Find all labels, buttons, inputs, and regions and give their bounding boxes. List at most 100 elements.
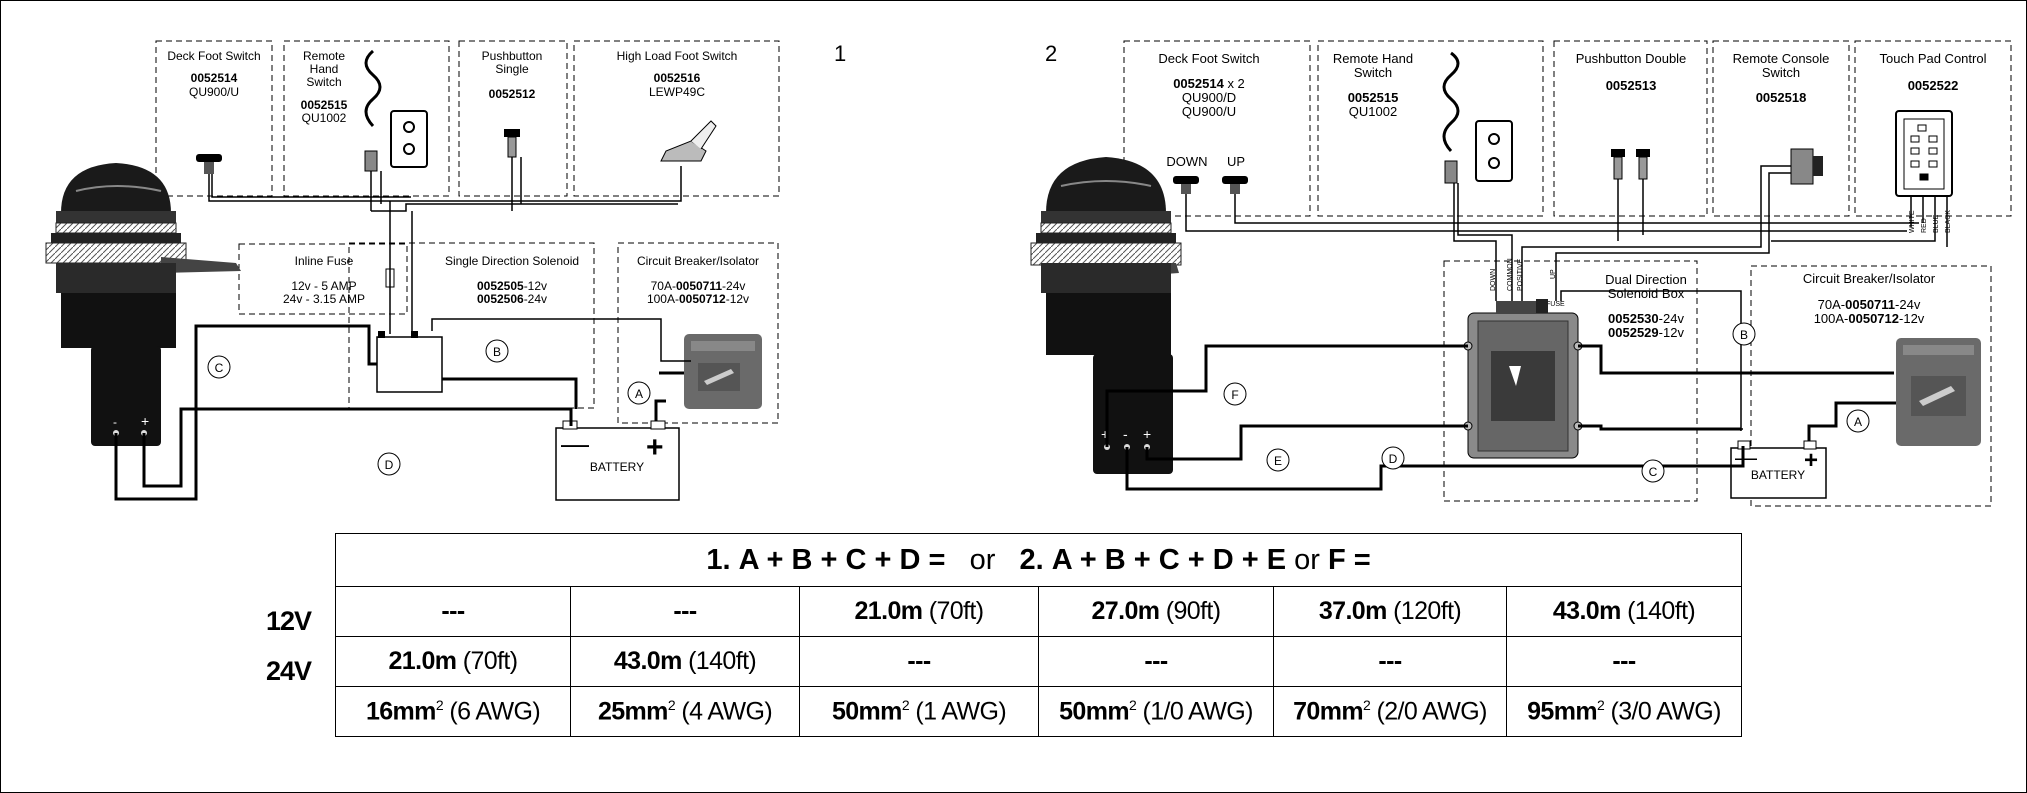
d1-breaker-line-1: 70A-0050711-24v (651, 279, 746, 293)
svg-text:BATTERY: BATTERY (590, 460, 644, 474)
svg-text:Solenoid Box: Solenoid Box (1608, 286, 1685, 301)
svg-text:—: — (1735, 445, 1757, 470)
d1-remote-title-2: Hand (310, 62, 339, 76)
svg-text:WHITE: WHITE (1909, 210, 1916, 233)
d1-solenoid-line-2: 0052506-24v (477, 292, 547, 306)
d1-cable-labels: C B D A (207, 339, 651, 476)
svg-text:—: — (561, 428, 589, 459)
d2-cable-labels: F E D C B A (1223, 322, 1870, 483)
svg-text:QU900/D: QU900/D (1182, 90, 1236, 105)
svg-text:FUSE: FUSE (1546, 301, 1565, 308)
svg-text:0052515: 0052515 (1348, 90, 1399, 105)
d1-fuse-line-1: 12v - 5 AMP (291, 279, 356, 293)
d2-battery: — + BATTERY (1730, 440, 1827, 499)
d1-windlass: - + (45, 163, 241, 446)
d2-solenoid-terminal-labels: DOWN COMMON POSITIVE UP FUSE (1490, 258, 1565, 308)
svg-text:100A-0050712-12v: 100A-0050712-12v (1814, 311, 1925, 326)
table-cell: --- (1273, 636, 1507, 687)
svg-text:+: + (1143, 426, 1151, 442)
d1-breaker-icon (684, 334, 762, 409)
d1-deck-switch-icon (196, 154, 222, 174)
d1-remote-title-1: Remote (303, 49, 345, 63)
d1-breaker-title: Circuit Breaker/Isolator (637, 254, 759, 268)
svg-text:Dual Direction: Dual Direction (1605, 272, 1687, 287)
svg-text:C: C (215, 361, 224, 375)
svg-text:B: B (1740, 328, 1748, 342)
d1-pushbutton-icon (504, 129, 520, 158)
svg-text:Circuit Breaker/Isolator: Circuit Breaker/Isolator (1803, 271, 1936, 286)
svg-text:BLUE: BLUE (1933, 214, 1940, 233)
table-cell: 21.0m (70ft) (799, 586, 1039, 637)
table-cell: 50mm2 (1/0 AWG) (1038, 686, 1274, 737)
d1-highload-title: High Load Foot Switch (617, 49, 738, 63)
diagram-2-number: 2 (1045, 41, 1057, 66)
d1-pushbutton-title-1: Pushbutton (482, 49, 543, 63)
svg-text:E: E (1274, 454, 1282, 468)
table-cell: --- (1506, 636, 1742, 687)
d1-breaker-line-2: 100A-0050712-12v (647, 292, 749, 306)
svg-text:QU900/U: QU900/U (1182, 104, 1236, 119)
d2-touchpad-icon (1895, 110, 1953, 197)
d2-breaker-icon (1896, 338, 1981, 446)
table-cell: 37.0m (120ft) (1273, 586, 1507, 637)
svg-text:B: B (493, 345, 501, 359)
d1-solenoid-title: Single Direction Solenoid (445, 254, 579, 268)
d2-wire-color-labels: WHITE RED BLUE BLACK (1909, 210, 1952, 233)
svg-text:+: + (1804, 447, 1818, 474)
d2-solenoid-box (1463, 299, 1583, 459)
table-cell: 16mm2 (6 AWG) (335, 686, 571, 737)
svg-text:0052514 x 2: 0052514 x 2 (1173, 76, 1245, 91)
svg-text:BATTERY: BATTERY (1751, 468, 1805, 482)
d1-solenoid-box (376, 336, 443, 393)
d1-highload-model: LEWP49C (649, 85, 705, 99)
svg-text:+: + (1101, 426, 1109, 442)
table-row-12v: --- --- 21.0m (70ft) 27.0m (90ft) 37.0m … (335, 586, 1742, 637)
d1-pushbutton-code: 0052512 (489, 87, 536, 101)
d1-solenoid-line-1: 0052505-12v (477, 279, 547, 293)
svg-text:D: D (1389, 452, 1398, 466)
svg-text:D: D (385, 458, 394, 472)
d1-remote-model: QU1002 (302, 111, 347, 125)
diagram-1-number: 1 (834, 41, 846, 66)
table-cell: 27.0m (90ft) (1038, 586, 1274, 637)
d1-remote-title-3: Switch (306, 75, 341, 89)
svg-text:UP: UP (1550, 269, 1557, 279)
svg-text:COMMON: COMMON (1507, 258, 1514, 291)
d1-deck-switch-title: Deck Foot Switch (167, 49, 260, 63)
svg-text:RED: RED (1921, 218, 1928, 233)
d1-highload-code: 0052516 (654, 71, 701, 85)
svg-text:0052518: 0052518 (1756, 90, 1807, 105)
d1-wires (208, 157, 691, 362)
row-label-24v: 24V (266, 656, 312, 686)
svg-text:QU1002: QU1002 (1349, 104, 1397, 119)
table-cell: 43.0m (140ft) (570, 636, 800, 687)
d1-pushbutton-title-2: Single (495, 62, 529, 76)
wiring-diagrams: 1 Deck Foot Switch 0052514 QU900/U Remot… (45, 40, 2012, 507)
d1-deck-switch-code: 0052514 (191, 71, 238, 85)
svg-text:F: F (1231, 388, 1238, 402)
svg-text:-: - (1123, 426, 1128, 442)
d2-pushbutton-icon (1611, 149, 1650, 180)
table-cell: --- (1038, 636, 1274, 687)
svg-text:BLACK: BLACK (1945, 210, 1952, 233)
svg-text:0052530-24v: 0052530-24v (1608, 311, 1684, 326)
svg-text:DOWN: DOWN (1166, 154, 1207, 169)
diagram-2-labels: Deck Foot Switch 0052514 x 2 QU900/D QU9… (1158, 51, 1986, 340)
d2-windlass: + - + (1030, 157, 1182, 474)
row-label-12v: 12V (266, 606, 312, 636)
svg-text:Switch: Switch (1762, 65, 1800, 80)
svg-text:Touch Pad Control: Touch Pad Control (1880, 51, 1987, 66)
svg-text:A: A (635, 387, 643, 401)
d2-deck-switch-icons (1173, 176, 1248, 194)
svg-text:UP: UP (1227, 154, 1245, 169)
table-cell: 95mm2 (3/0 AWG) (1506, 686, 1742, 737)
svg-text:Remote Console: Remote Console (1733, 51, 1830, 66)
table-cell: 43.0m (140ft) (1506, 586, 1742, 637)
svg-text:DOWN: DOWN (1490, 269, 1497, 291)
svg-text:C: C (1649, 465, 1658, 479)
svg-text:0052522: 0052522 (1908, 78, 1959, 93)
d2-console-switch-icon (1790, 148, 1823, 185)
table-header-row: 1. A + B + C + D = or 2. A + B + C + D +… (335, 533, 1742, 587)
svg-text:+: + (141, 413, 149, 429)
